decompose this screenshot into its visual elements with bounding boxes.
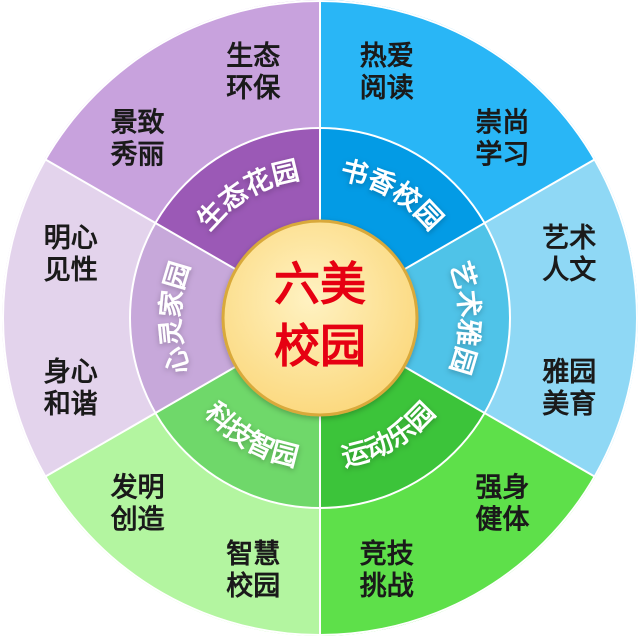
item-label-line1: 崇尚 xyxy=(475,108,529,139)
center-title-line2: 校园 xyxy=(274,319,366,373)
item-label-line1: 热爱 xyxy=(360,41,414,72)
outer-sector xyxy=(320,413,596,636)
item-label-line2: 环保 xyxy=(226,73,281,104)
outer-sector xyxy=(484,159,638,477)
ring-sector xyxy=(130,223,236,413)
middle-ring xyxy=(130,128,510,508)
sector-divider xyxy=(44,365,237,478)
outer-sector xyxy=(320,0,596,223)
ring-sector xyxy=(404,223,510,413)
item-label-line1: 智慧 xyxy=(226,539,280,570)
center-circle xyxy=(221,219,419,417)
outer-sector xyxy=(44,413,321,636)
item-label-line2: 健体 xyxy=(475,504,530,535)
item-label-line2: 阅读 xyxy=(360,73,414,104)
item-label-line2: 挑战 xyxy=(360,571,414,602)
outer-sector xyxy=(1,159,156,477)
ring-sector xyxy=(155,128,320,270)
item-label-line1: 生态 xyxy=(226,41,280,72)
item-labels: 景致秀丽生态环保热爱阅读崇尚学习艺术人文雅园美育强身健体竞技挑战智慧校园发明创造… xyxy=(44,41,597,602)
item-label-line1: 明心 xyxy=(44,223,98,254)
item-label-line1: 发明 xyxy=(110,471,165,503)
item-label-line2: 和谐 xyxy=(44,389,98,420)
item-label-line2: 秀丽 xyxy=(110,140,165,171)
ring-boundary xyxy=(129,127,511,509)
sector-divider xyxy=(44,158,237,271)
item-label-line2: 美育 xyxy=(542,388,596,420)
item-label-line2: 创造 xyxy=(110,504,165,535)
item-label-line2: 校园 xyxy=(226,570,280,602)
item-label-line1: 景致 xyxy=(111,107,165,139)
item-label-line1: 身心 xyxy=(44,356,98,388)
sector-divider xyxy=(403,158,596,271)
item-label-line2: 学习 xyxy=(475,139,529,171)
item-label-line1: 艺术 xyxy=(542,223,596,254)
center-hub: 六美 校园 xyxy=(221,219,419,417)
item-label-line1: 竞技 xyxy=(360,538,414,570)
item-label-line2: 见性 xyxy=(44,255,98,286)
outer-sector xyxy=(44,0,321,223)
sector-divider xyxy=(403,365,596,478)
ring-sector xyxy=(320,366,485,508)
ring-sector xyxy=(155,366,320,508)
ring-sector xyxy=(320,128,485,270)
center-title-line1: 六美 xyxy=(274,257,366,311)
item-label-line2: 人文 xyxy=(542,254,597,286)
item-label-line1: 雅园 xyxy=(542,357,596,388)
item-label-line1: 强身 xyxy=(475,471,529,503)
